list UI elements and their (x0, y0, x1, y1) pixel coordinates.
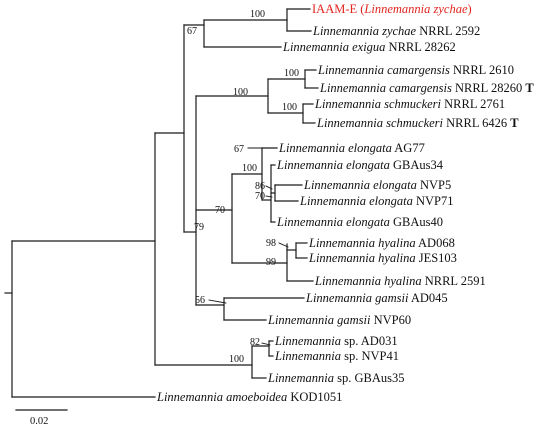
bootstrap-label: 86 (255, 181, 265, 192)
taxon-label: Linnemannia camargensis NRRL 2610 (317, 63, 514, 77)
bootstrap-label: 67 (234, 144, 244, 155)
bootstrap-label: 99 (266, 257, 276, 268)
tree-branches (4, 8, 319, 411)
bootstrap-values: 100 67 100 100 100 67 100 86 70 70 79 98… (187, 9, 299, 365)
taxon-label: Linnemannia zychae NRRL 2592 (312, 24, 480, 38)
taxon-label: Linnemannia elongata AG77 (278, 141, 425, 155)
bootstrap-label: 70 (215, 205, 225, 216)
taxon-label: Linnemannia gamsii NVP60 (267, 313, 411, 327)
taxon-label-highlighted: IAAM-E (Linnemannia zychae) (312, 2, 472, 16)
taxon-label: Linnemannia hyalina JES103 (308, 251, 457, 265)
bootstrap-label: 79 (194, 222, 204, 233)
bootstrap-label: 100 (282, 102, 297, 113)
taxon-label: Linnemannia elongata NVP5 (303, 178, 451, 192)
taxon-label: Linnemannia elongata NVP71 (299, 194, 453, 208)
taxon-label: Linnemannia exigua NRRL 28262 (282, 40, 456, 54)
bootstrap-leaders (208, 147, 289, 346)
bootstrap-label: 82 (250, 337, 260, 348)
bootstrap-label: 100 (233, 87, 248, 98)
taxon-labels: IAAM-E (Linnemannia zychae) Linnemannia … (156, 2, 534, 404)
bootstrap-label: 98 (266, 238, 276, 249)
taxon-label: Linnemannia schmuckeri NRRL 6426 T (316, 116, 519, 130)
taxon-label: Linnemannia sp. NVP41 (274, 349, 399, 363)
scale-bar-label: 0.02 (30, 416, 48, 427)
bootstrap-label: 70 (255, 191, 265, 202)
taxon-label: Linnemannia elongata GBAus34 (276, 158, 444, 172)
bootstrap-label: 56 (195, 295, 205, 306)
bootstrap-label: 100 (250, 9, 265, 20)
taxon-label: Linnemannia gamsii AD045 (305, 291, 448, 305)
taxon-label: Linnemannia hyalina AD068 (308, 236, 455, 250)
bootstrap-label: 100 (284, 68, 299, 79)
bootstrap-label: 100 (229, 354, 244, 365)
taxon-label: Linnemannia camargensis NRRL 28260 T (319, 81, 534, 95)
taxon-label: Linnemannia hyalina NRRL 2591 (314, 274, 486, 288)
taxon-label: Linnemannia schmuckeri NRRL 2761 (314, 97, 505, 111)
taxon-label: Linnemannia elongata GBAus40 (276, 215, 443, 229)
bootstrap-label: 67 (187, 26, 197, 37)
taxon-label: Linnemannia sp. AD031 (274, 334, 398, 348)
bootstrap-label: 100 (242, 163, 257, 174)
taxon-label: Linnemannia amoeboidea KOD1051 (156, 390, 342, 404)
taxon-label: Linnemannia sp. GBAus35 (267, 371, 404, 385)
